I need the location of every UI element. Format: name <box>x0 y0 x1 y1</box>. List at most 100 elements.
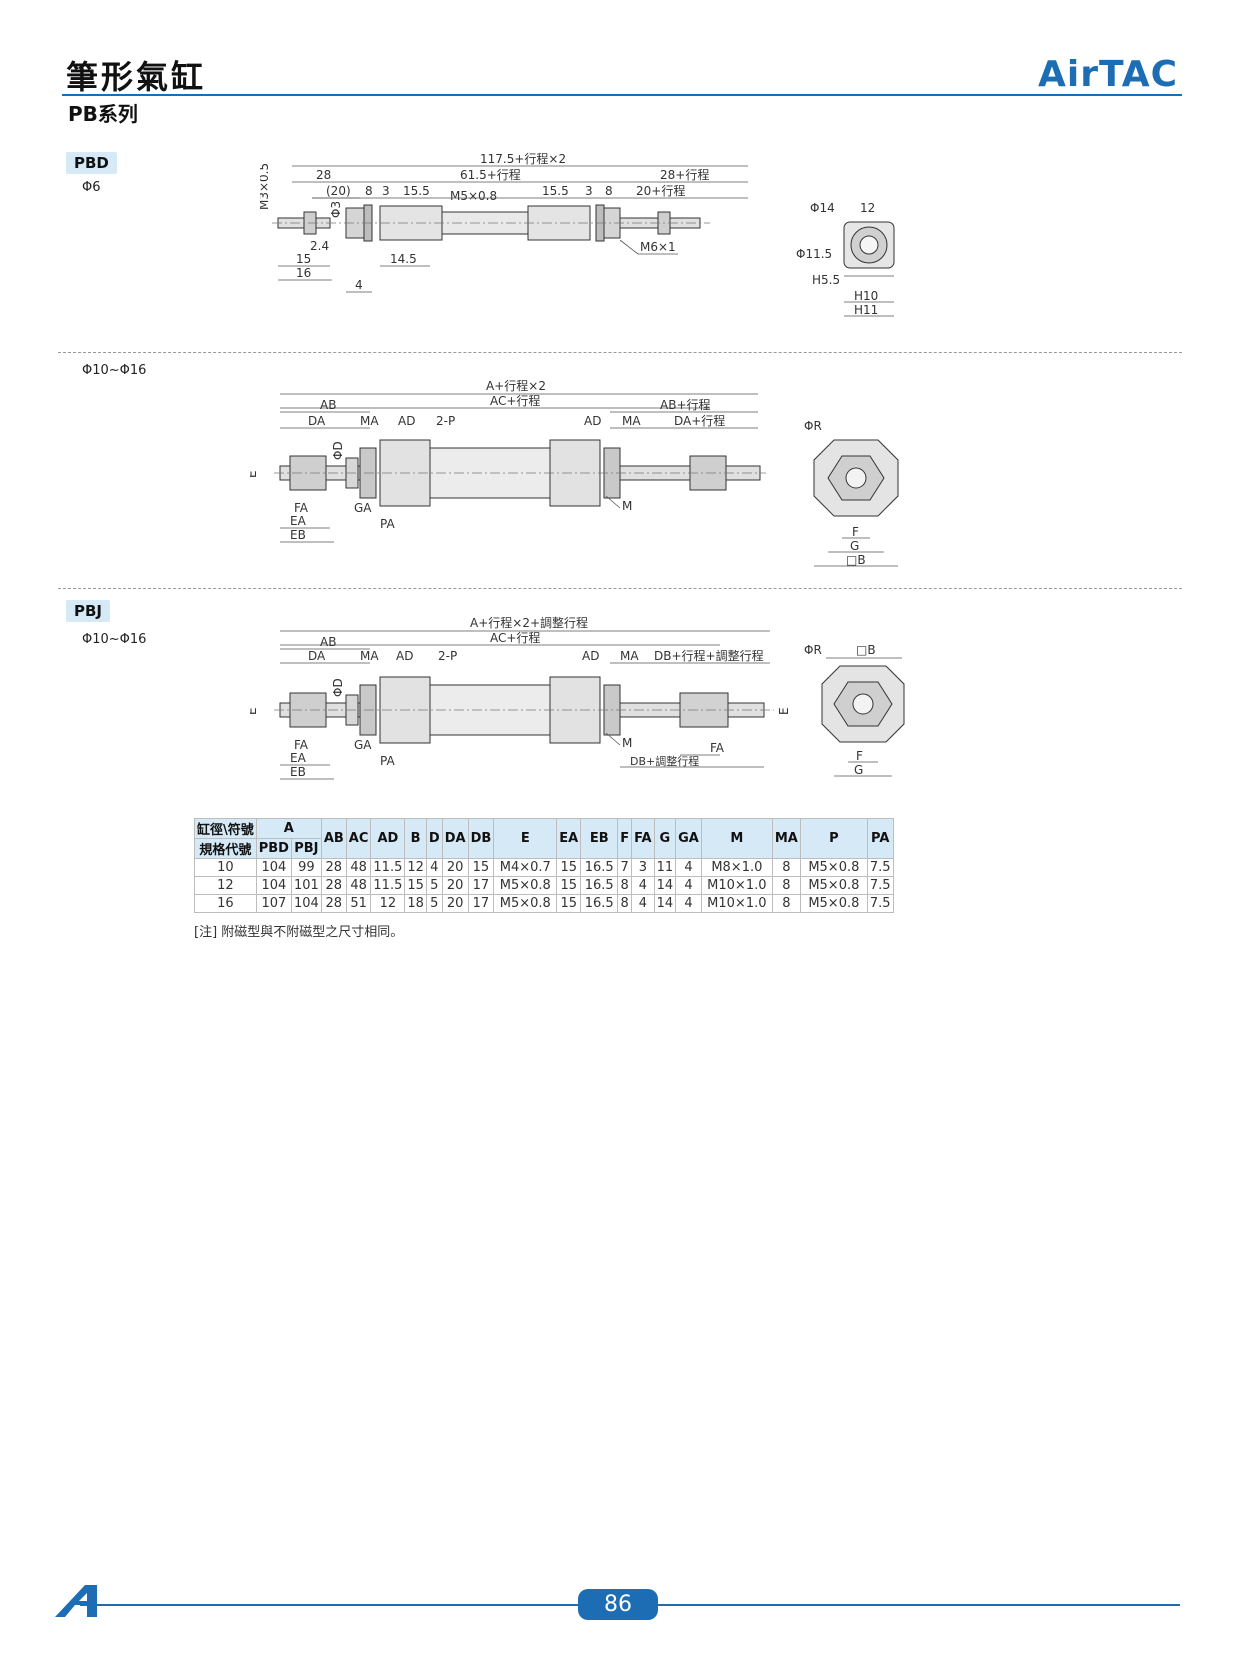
table-cell: 8 <box>771 858 801 877</box>
svg-text:A+行程×2+調整行程: A+行程×2+調整行程 <box>470 615 588 630</box>
col-header: PA <box>866 818 894 859</box>
svg-text:G: G <box>854 763 863 777</box>
col-header: M <box>700 818 773 859</box>
table-cell: 28 <box>320 894 347 913</box>
bore-label-pbd6: Φ6 <box>82 180 101 195</box>
bore-label-pbd-large: Φ10~Φ16 <box>82 363 147 378</box>
svg-text:2-P: 2-P <box>436 414 455 428</box>
table-cell: M10×1.0 <box>700 876 773 895</box>
table-cell: 4 <box>631 894 655 913</box>
table-cell: 11.5 <box>370 876 406 895</box>
svg-text:PA: PA <box>380 754 395 768</box>
table-cell: 12 <box>370 894 406 913</box>
header-rule <box>62 94 1182 96</box>
col-header: P <box>799 818 868 859</box>
svg-text:FA: FA <box>294 738 309 752</box>
table-cell: 8 <box>617 894 633 913</box>
table-cell: 99 <box>290 858 322 877</box>
table-cell: 11.5 <box>370 858 406 877</box>
pbd6-side-view: Φ14 12 Φ11.5 H5.5 H10 H11 <box>796 201 895 317</box>
table-cell: 15 <box>467 858 495 877</box>
col-header: GA <box>675 818 702 859</box>
table-cell: 7.5 <box>866 894 894 913</box>
section-divider <box>58 352 1182 353</box>
table-cell: 7 <box>617 858 633 877</box>
table-cell: 5 <box>425 894 443 913</box>
svg-text:PA: PA <box>380 517 395 531</box>
col-header: DB <box>467 818 495 859</box>
section-tag-pbd: PBD <box>66 152 117 174</box>
svg-text:DB+調整行程: DB+調整行程 <box>630 754 699 768</box>
svg-text:□B: □B <box>856 643 876 657</box>
svg-text:DA+行程: DA+行程 <box>674 413 725 428</box>
col-header: AD <box>370 818 406 859</box>
table-cell: M5×0.8 <box>493 894 558 913</box>
svg-text:AB: AB <box>320 635 336 649</box>
svg-text:14.5: 14.5 <box>390 252 417 266</box>
table-cell: 17 <box>467 894 495 913</box>
table-cell: 14 <box>653 894 677 913</box>
col-header: AC <box>345 818 372 859</box>
pbd6-drawing: 117.5+行程×2 28 61.5+行程 28+行程 (20) 8 3 15.… <box>260 151 748 293</box>
col-header: E <box>493 818 558 859</box>
svg-text:2-P: 2-P <box>438 649 457 663</box>
svg-text:FA: FA <box>710 741 725 755</box>
svg-text:28+行程: 28+行程 <box>660 167 709 182</box>
svg-text:E: E <box>250 470 259 478</box>
svg-text:(20): (20) <box>326 184 351 198</box>
table-cell: 16.5 <box>580 876 619 895</box>
page-number: 86 <box>578 1589 658 1620</box>
table-cell: 16.5 <box>580 894 619 913</box>
svg-text:EA: EA <box>290 751 307 765</box>
table-cell: 4 <box>675 858 702 877</box>
svg-text:□B: □B <box>846 553 866 567</box>
svg-text:AB+行程: AB+行程 <box>660 397 711 412</box>
svg-text:M3×0.5: M3×0.5 <box>260 163 271 210</box>
svg-text:15.5: 15.5 <box>403 184 430 198</box>
section-tag-pbj: PBJ <box>66 600 111 622</box>
svg-text:ΦR: ΦR <box>804 419 822 433</box>
svg-text:Φ3: Φ3 <box>329 201 343 218</box>
col-header: D <box>425 818 443 859</box>
svg-text:61.5+行程: 61.5+行程 <box>460 167 521 182</box>
table-cell: 28 <box>320 876 347 895</box>
svg-text:AD: AD <box>582 649 599 663</box>
table-cell: 8 <box>617 876 633 895</box>
bore-cell: 12 <box>194 876 257 895</box>
col-header: DA <box>441 818 469 859</box>
svg-text:AC+行程: AC+行程 <box>490 393 540 408</box>
svg-text:AB: AB <box>320 398 336 412</box>
col-header: F <box>617 818 633 859</box>
table-cell: 16.5 <box>580 858 619 877</box>
svg-text:ΦD: ΦD <box>331 441 345 460</box>
col-header: EA <box>556 818 582 859</box>
table-cell: 7.5 <box>866 858 894 877</box>
table-cell: 107 <box>255 894 292 913</box>
svg-text:M: M <box>622 736 632 750</box>
svg-text:2.4: 2.4 <box>310 239 329 253</box>
svg-text:AD: AD <box>398 414 415 428</box>
table-cell: 11 <box>653 858 677 877</box>
svg-text:E: E <box>250 707 259 715</box>
table-cell: 20 <box>441 876 469 895</box>
svg-text:MA: MA <box>622 414 641 428</box>
svg-text:MA: MA <box>360 649 379 663</box>
table-cell: 15 <box>556 894 582 913</box>
svg-text:ΦD: ΦD <box>331 678 345 697</box>
svg-text:ΦR: ΦR <box>804 643 822 657</box>
table-note: [注] 附磁型與不附磁型之尺寸相同。 <box>194 925 404 940</box>
pbd-large-drawing: A+行程×2 AC+行程 AB AB+行程 DA MA AD 2-P AD MA… <box>250 378 766 543</box>
svg-text:A+行程×2: A+行程×2 <box>486 378 546 393</box>
table-cell: M5×0.8 <box>799 858 868 877</box>
table-cell: 14 <box>653 876 677 895</box>
spec-table: 缸徑\符號 A AB AC AD B D DA DB E EA EB F FA … <box>194 818 894 913</box>
svg-text:DA: DA <box>308 649 326 663</box>
svg-text:EA: EA <box>290 514 307 528</box>
corner-header-bottom: 規格代號 <box>194 838 257 859</box>
table-cell: 8 <box>771 894 801 913</box>
svg-text:M: M <box>622 499 632 513</box>
table-cell: 5 <box>425 876 443 895</box>
table-cell: 8 <box>771 876 801 895</box>
table-cell: M5×0.8 <box>799 876 868 895</box>
section-divider <box>58 588 1182 589</box>
